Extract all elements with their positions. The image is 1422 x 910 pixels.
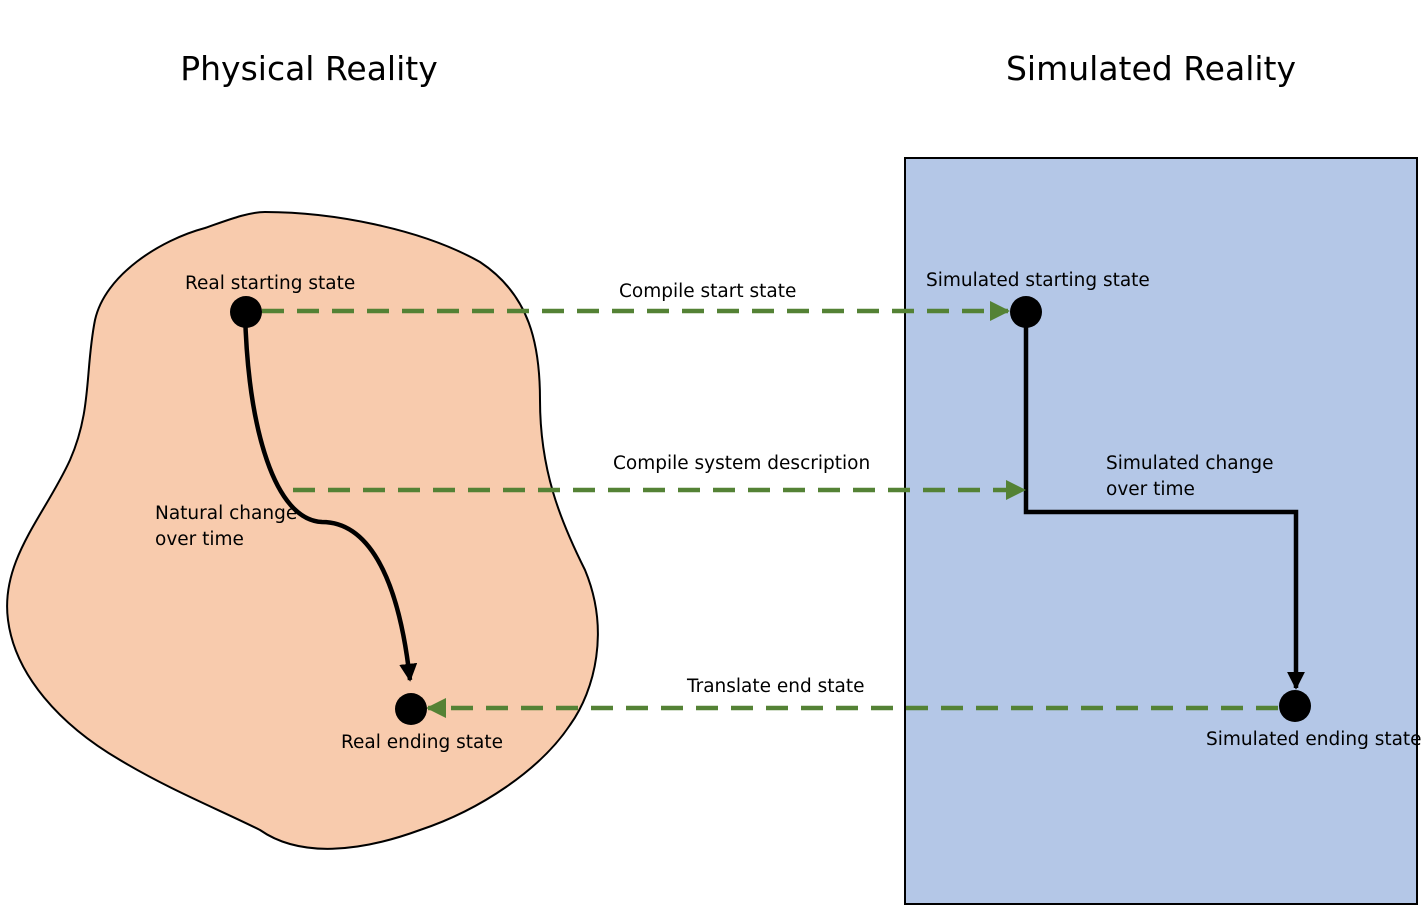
simulated-reality-title: Simulated Reality bbox=[1006, 49, 1296, 88]
simulated-end-label: Simulated ending state bbox=[1206, 729, 1422, 750]
real-start-node bbox=[230, 296, 262, 328]
physical-reality-region bbox=[6, 210, 599, 850]
physical-reality-title: Physical Reality bbox=[180, 49, 438, 88]
simulated-change-label-line1: Simulated change bbox=[1106, 453, 1273, 474]
simulated-change-path bbox=[1023, 312, 1305, 690]
natural-change-label-line1: Natural change bbox=[155, 503, 297, 524]
simulated-start-label: Simulated starting state bbox=[926, 270, 1150, 291]
real-end-node bbox=[395, 693, 427, 725]
compile-start-label: Compile start state bbox=[619, 281, 796, 302]
simulated-start-node bbox=[1010, 296, 1042, 328]
natural-change-label-line2: over time bbox=[155, 529, 244, 550]
compile-system-label: Compile system description bbox=[613, 453, 870, 474]
translate-end-label: Translate end state bbox=[686, 676, 864, 697]
simulated-change-label-line2: over time bbox=[1106, 479, 1195, 500]
simulated-end-node bbox=[1279, 690, 1311, 722]
natural-change-path bbox=[242, 311, 418, 682]
real-end-label: Real ending state bbox=[341, 732, 503, 753]
real-start-label: Real starting state bbox=[185, 273, 355, 294]
simulated-reality-region bbox=[904, 157, 1418, 905]
